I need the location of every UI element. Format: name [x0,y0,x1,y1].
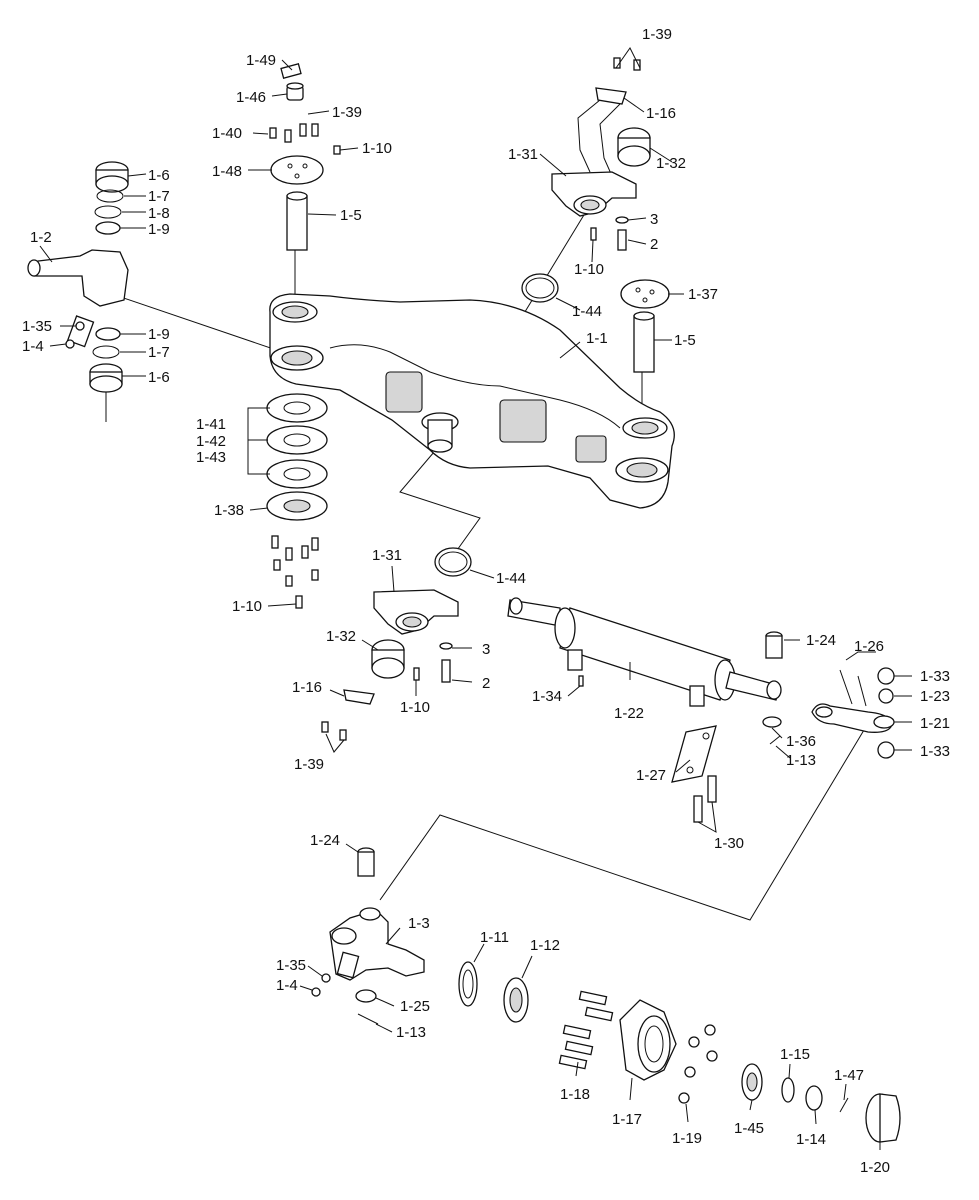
callout-label: 1-16 [646,105,676,122]
steering-cylinder [507,597,782,823]
callout-label: 1-32 [326,628,356,645]
callout-label: 1-32 [656,155,686,172]
left-knuckle-assembly [27,161,129,393]
callout-label: 1-36 [786,733,816,750]
callout-label: 1-8 [148,205,170,222]
callout-label: 1-39 [642,26,672,43]
callout-label: 1-14 [796,1131,826,1148]
lower-knuckle [311,847,425,1025]
callout-label: 1-46 [236,89,266,106]
callout-label: 1-13 [786,752,816,769]
callout-label: 1-39 [294,756,324,773]
callout-label: 1-23 [920,688,950,705]
callout-label: 1-31 [372,547,402,564]
callout-labels: 1-49 1-46 1-39 1-40 1-10 1-48 1-5 1-6 1-… [22,26,950,1176]
kingpin-upper-stack [269,63,341,251]
callout-label: 1-38 [214,502,244,519]
callout-label: 1-7 [148,188,170,205]
callout-label: 1-10 [400,699,430,716]
callout-label: 1-19 [672,1130,702,1147]
callout-label: 1-4 [22,338,44,355]
callout-label: 1-9 [148,326,170,343]
callout-label: 1-7 [148,344,170,361]
callout-label: 1-31 [508,146,538,163]
callout-label: 1-26 [854,638,884,655]
callout-label: 1-1 [586,330,608,347]
callout-label: 1-24 [806,632,836,649]
callout-label: 1-44 [496,570,526,587]
callout-label: 3 [650,211,658,228]
callout-label: 1-35 [276,957,306,974]
callout-label: 1-42 [196,433,226,450]
callout-label: 1-30 [714,835,744,852]
callout-label: 1-5 [340,207,362,224]
callout-label: 1-18 [560,1086,590,1103]
callout-label: 1-22 [614,705,644,722]
callout-label: 1-10 [574,261,604,278]
upper-mount-bracket [521,57,670,373]
callout-label: 1-13 [396,1024,426,1041]
callout-label: 1-27 [636,767,666,784]
leader-lines [39,47,912,1150]
callout-label: 1-9 [148,221,170,238]
callout-label: 1-2 [30,229,52,246]
callout-label: 2 [482,675,490,692]
callout-label: 1-24 [310,832,340,849]
callout-label: 1-10 [232,598,262,615]
callout-label: 1-33 [920,743,950,760]
callout-label: 1-20 [860,1159,890,1176]
callout-label: 1-4 [276,977,298,994]
callout-label: 1-3 [408,915,430,932]
shim-stack [266,393,328,609]
callout-label: 1-44 [572,303,602,320]
lower-mount-bracket [321,547,472,741]
axle-beam [269,293,675,509]
callout-label: 1-39 [332,104,362,121]
callout-label: 1-5 [674,332,696,349]
callout-label: 2 [650,236,658,253]
callout-label: 1-16 [292,679,322,696]
callout-label: 1-11 [480,929,509,946]
callout-label: 1-21 [920,715,950,732]
callout-label: 1-17 [612,1111,642,1128]
callout-label: 1-37 [688,286,718,303]
callout-label: 1-35 [22,318,52,335]
callout-label: 1-25 [400,998,430,1015]
callout-label: 3 [482,641,490,658]
callout-label: 1-45 [734,1120,764,1137]
callout-label: 1-15 [780,1046,810,1063]
callout-label: 1-40 [212,125,242,142]
callout-label: 1-48 [212,163,242,180]
callout-label: 1-6 [148,167,170,184]
callout-label: 1-6 [148,369,170,386]
callout-label: 1-41 [196,416,226,433]
callout-label: 1-10 [362,140,392,157]
callout-label: 1-34 [532,688,562,705]
connection-lines [105,204,871,921]
wheel-hub-assembly [458,961,901,1143]
callout-label: 1-43 [196,449,226,466]
callout-label: 1-12 [530,937,560,954]
callout-label: 1-47 [834,1067,864,1084]
callout-label: 1-33 [920,668,950,685]
callout-label: 1-49 [246,52,276,69]
